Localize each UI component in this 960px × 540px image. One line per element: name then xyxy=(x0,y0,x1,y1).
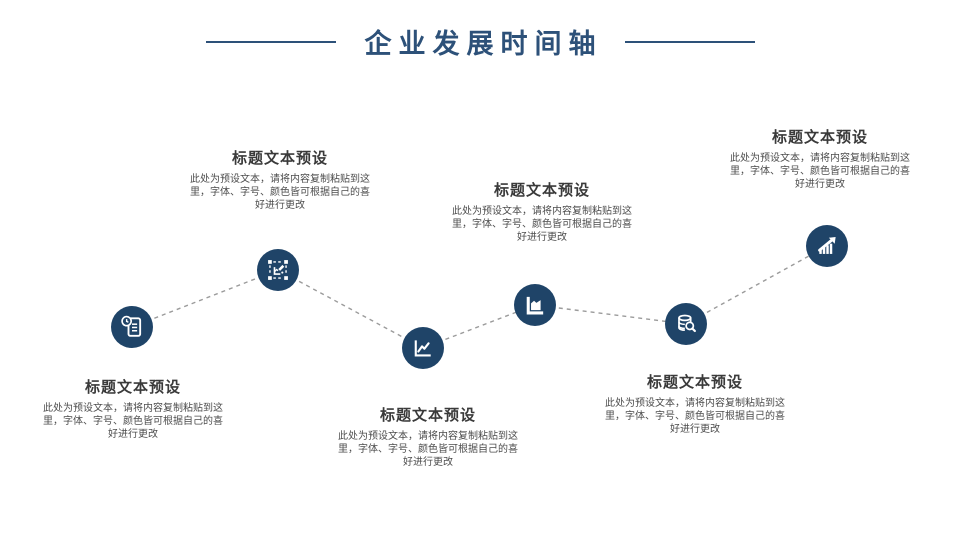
block-title: 标题文本预设 xyxy=(84,379,181,396)
block-title: 标题文本预设 xyxy=(646,374,743,391)
block-body: 此处为预设文本，请将内容复制粘贴到这里，字体、字号、颜色皆可根据自己的喜好进行更… xyxy=(730,153,910,191)
block-title: 标题文本预设 xyxy=(771,129,868,146)
block-title: 标题文本预设 xyxy=(231,150,328,167)
block-body: 此处为预设文本，请将内容复制粘贴到这里，字体、字号、颜色皆可根据自己的喜好进行更… xyxy=(43,403,223,441)
block-body: 此处为预设文本，请将内容复制粘贴到这里，字体、字号、颜色皆可根据自己的喜好进行更… xyxy=(452,206,632,244)
timeline-text-block-3: 标题文本预设 此处为预设文本，请将内容复制粘贴到这里，字体、字号、颜色皆可根据自… xyxy=(338,404,518,470)
timeline-text-block-2: 标题文本预设 此处为预设文本，请将内容复制粘贴到这里，字体、字号、颜色皆可根据自… xyxy=(190,147,370,213)
area-chart-icon xyxy=(526,296,544,315)
timeline-text-block-4: 标题文本预设 此处为预设文本，请将内容复制粘贴到这里，字体、字号、颜色皆可根据自… xyxy=(452,179,632,245)
timeline-node-4 xyxy=(514,284,556,326)
title-decor-line-right xyxy=(624,40,755,43)
page-title: 企业发展时间轴 xyxy=(364,29,603,59)
timeline-text-block-5: 标题文本预设 此处为预设文本，请将内容复制粘贴到这里，字体、字号、颜色皆可根据自… xyxy=(605,371,785,437)
block-title: 标题文本预设 xyxy=(379,407,476,424)
line-chart-icon xyxy=(414,340,431,357)
timeline-text-block-6: 标题文本预设 此处为预设文本，请将内容复制粘贴到这里，字体、字号、颜色皆可根据自… xyxy=(730,126,910,192)
timeline-node-2 xyxy=(257,249,299,291)
timeline-node-3 xyxy=(402,327,444,369)
timeline-text-block-1: 标题文本预设 此处为预设文本，请将内容复制粘贴到这里，字体、字号、颜色皆可根据自… xyxy=(43,376,223,442)
database-search-icon xyxy=(678,314,696,333)
block-body: 此处为预设文本，请将内容复制粘贴到这里，字体、字号、颜色皆可根据自己的喜好进行更… xyxy=(605,398,785,436)
slide-title-row: 企业发展时间轴 xyxy=(0,22,960,61)
timeline-node-5 xyxy=(665,303,707,345)
block-body: 此处为预设文本，请将内容复制粘贴到这里，字体、字号、颜色皆可根据自己的喜好进行更… xyxy=(338,431,518,469)
block-body: 此处为预设文本，请将内容复制粘贴到这里，字体、字号、颜色皆可根据自己的喜好进行更… xyxy=(190,174,370,212)
document-clock-icon xyxy=(121,315,142,337)
timeline-node-6 xyxy=(806,225,848,267)
growth-arrow-icon xyxy=(818,237,836,254)
block-title: 标题文本预设 xyxy=(493,182,590,199)
plan-artboard-icon xyxy=(268,260,288,280)
timeline-node-1 xyxy=(111,306,153,348)
title-decor-line-left xyxy=(205,40,336,43)
